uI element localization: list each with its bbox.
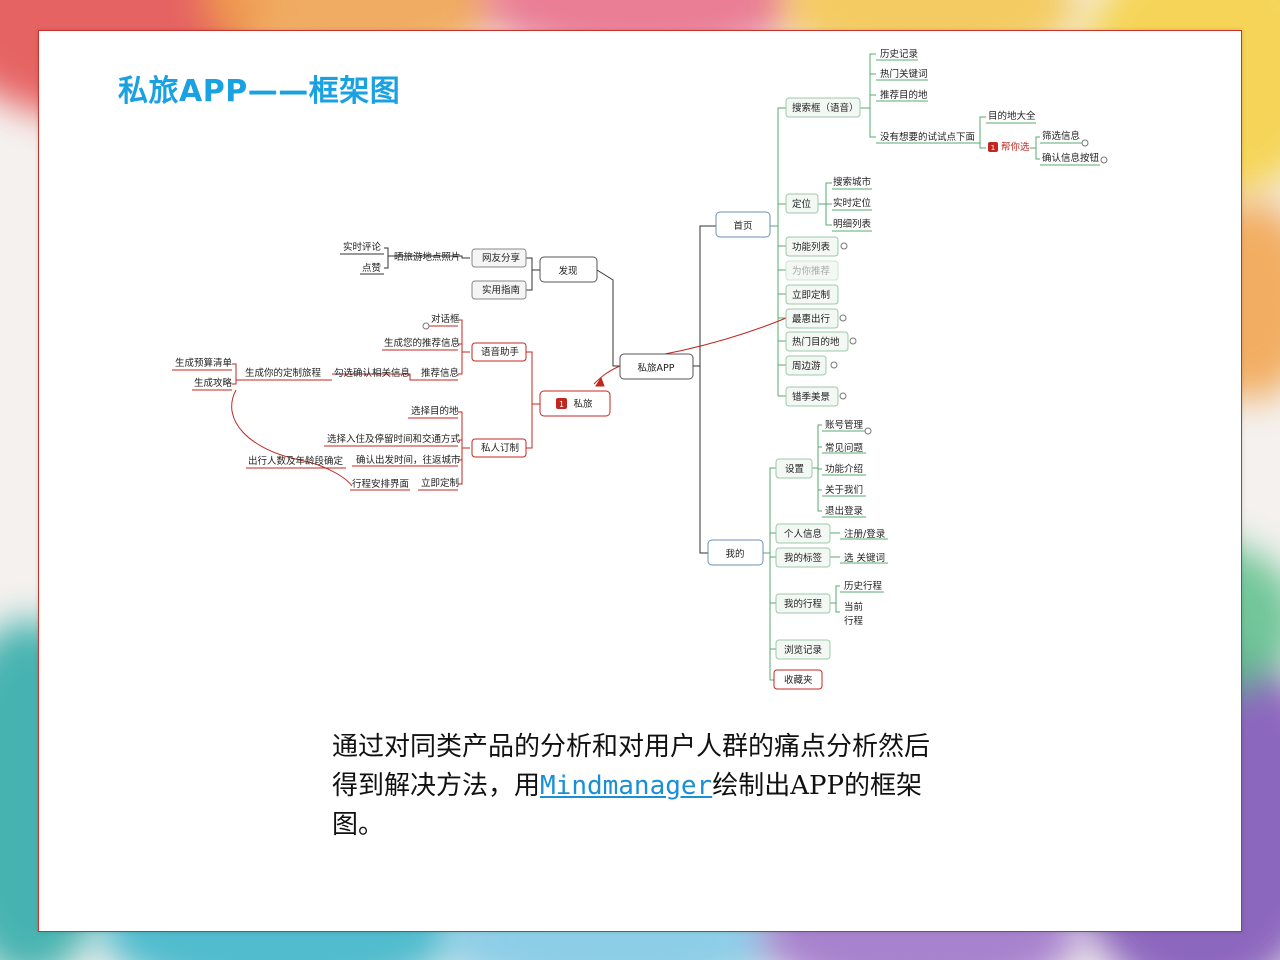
node-xuanzemudidi[interactable]: 选择目的地 [411, 405, 459, 417]
node-faxian[interactable]: 发现 [558, 265, 578, 277]
node-sousuochengshi[interactable]: 搜索城市 [833, 176, 872, 188]
node-mudidi[interactable]: 目的地大全 [988, 110, 1036, 122]
mindmanager-link[interactable]: Mindmanager [540, 771, 713, 801]
node-zhuce[interactable]: 注册/登录 [844, 528, 886, 540]
node-dangqian-line2[interactable]: 行程 [844, 615, 864, 627]
node-dianzan[interactable]: 点赞 [362, 262, 382, 274]
node-tuichu[interactable]: 退出登录 [825, 505, 864, 517]
node-meiyou[interactable]: 没有想要的试试点下面 [880, 131, 975, 143]
node-zhanghao[interactable]: 账号管理 [825, 419, 864, 431]
node-xingcheng[interactable]: 我的行程 [784, 598, 823, 610]
node-xuanguanjianci[interactable]: 选 关键词 [844, 552, 885, 564]
node-gonglve[interactable]: 生成攻略 [194, 377, 233, 389]
node-biaoqian[interactable]: 我的标签 [784, 552, 823, 564]
node-dingwei[interactable]: 定位 [792, 198, 812, 210]
node-liulan[interactable]: 浏览记录 [784, 644, 823, 656]
silv-badge: 1 [559, 400, 564, 409]
caption-text-2: 绘制出APP的框架图。 [332, 771, 922, 840]
node-duihua[interactable]: 对话框 [431, 313, 460, 325]
caption-text-1: 通过对同类产品的分析和对用户人群的痛点分析然后得到解决方法，用 [332, 732, 931, 801]
node-shoucang[interactable]: 收藏夹 [784, 674, 813, 686]
node-shaixuan[interactable]: 筛选信息 [1042, 130, 1080, 142]
node-zhoubian[interactable]: 周边游 [792, 360, 821, 372]
slide-title: 私旅APP——框架图 [118, 74, 401, 109]
node-xingchenganpai[interactable]: 行程安排界面 [352, 478, 409, 490]
node-lishijilu[interactable]: 历史记录 [880, 48, 919, 60]
node-bangnixuan[interactable]: 帮你选 [1001, 141, 1030, 153]
node-shishidingwei[interactable]: 实时定位 [833, 197, 872, 209]
bangnixuan-badge: 1 [991, 144, 995, 152]
node-xuanzeruzhu[interactable]: 选择入住及停留时间和交通方式 [327, 433, 461, 445]
node-shiyong[interactable]: 实用指南 [482, 284, 520, 296]
node-shezhi[interactable]: 设置 [785, 464, 804, 475]
node-zuihui[interactable]: 最惠出行 [792, 313, 831, 325]
node-weinituijian[interactable]: 为你推荐 [792, 265, 831, 277]
node-shishipinglun[interactable]: 实时评论 [343, 241, 382, 253]
node-silv[interactable]: 私旅 [573, 398, 593, 410]
node-shailv[interactable]: 晒旅游地点照片 [394, 251, 461, 263]
node-gongneng[interactable]: 功能列表 [792, 241, 831, 253]
node-changjian[interactable]: 常见问题 [825, 442, 864, 454]
node-gerenxinxi[interactable]: 个人信息 [784, 528, 822, 540]
center-node[interactable]: 私旅APP [638, 362, 675, 374]
slide-canvas [38, 30, 1242, 932]
node-dangqian-line1[interactable]: 当前 [844, 601, 863, 613]
node-remenguanjianci[interactable]: 热门关键词 [880, 68, 928, 80]
node-yuyin[interactable]: 语音助手 [481, 346, 520, 358]
node-sousuo[interactable]: 搜索框（语音） [792, 102, 859, 114]
node-chuxing[interactable]: 出行人数及年龄段确定 [248, 455, 344, 467]
node-lishixingcheng[interactable]: 历史行程 [844, 580, 883, 592]
node-wangyou[interactable]: 网友分享 [482, 252, 520, 264]
node-siren[interactable]: 私人订制 [481, 442, 519, 454]
node-mingxi[interactable]: 明细列表 [833, 218, 872, 230]
node-yusuan[interactable]: 生成预算清单 [175, 357, 233, 369]
node-wode[interactable]: 我的 [725, 548, 744, 560]
slide-caption: 通过对同类产品的分析和对用户人群的痛点分析然后得到解决方法，用Mindmanag… [332, 728, 952, 845]
node-gongnengjieshao[interactable]: 功能介绍 [825, 463, 863, 475]
node-cuoji[interactable]: 错季美景 [792, 391, 830, 403]
node-queren[interactable]: 确认信息按钮 [1042, 152, 1100, 164]
node-shengchengnin[interactable]: 生成您的推荐信息 [384, 337, 460, 349]
node-shouye[interactable]: 首页 [733, 220, 752, 232]
node-gouxuan[interactable]: 勾选确认相关信息 [334, 367, 410, 379]
node-remenmudidi[interactable]: 热门目的地 [792, 336, 840, 348]
node-lijidingzhi[interactable]: 立即定制 [421, 477, 459, 489]
node-guanyu[interactable]: 关于我们 [825, 484, 863, 496]
node-tuijianxinxi[interactable]: 推荐信息 [421, 367, 459, 379]
node-liji[interactable]: 立即定制 [792, 289, 830, 301]
node-querenchufa[interactable]: 确认出发时间，往返城市 [356, 454, 461, 466]
node-tuijianmudidi[interactable]: 推荐目的地 [880, 89, 928, 101]
node-shengchengni[interactable]: 生成你的定制旅程 [245, 367, 322, 379]
